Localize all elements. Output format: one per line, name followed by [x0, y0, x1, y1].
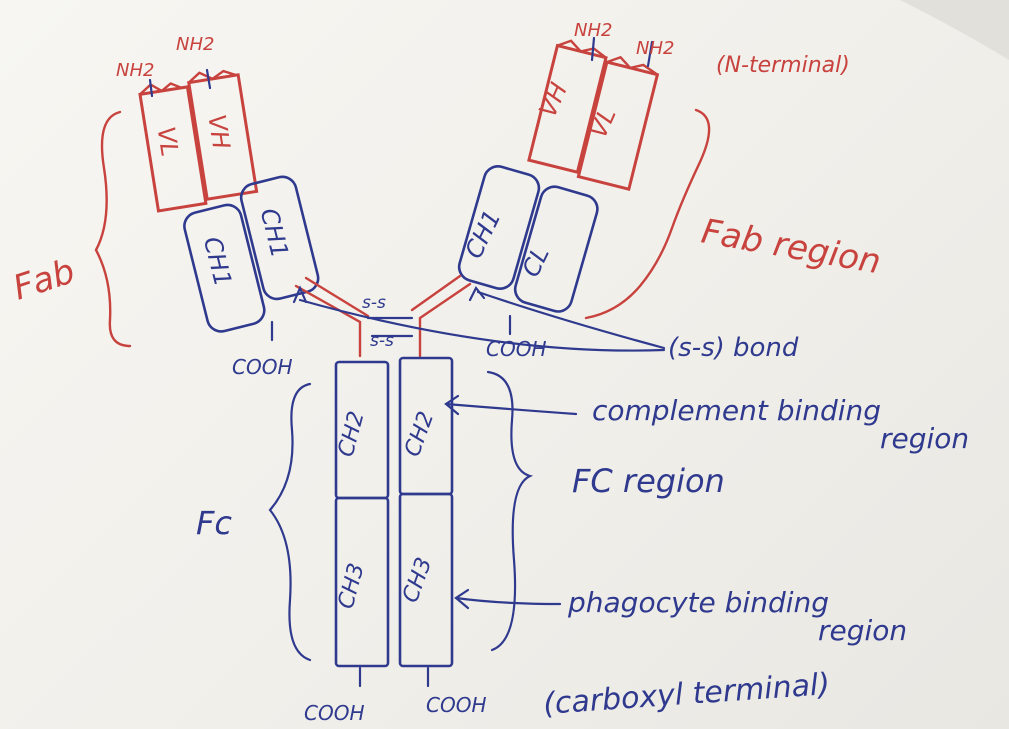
left-ch1-inner-label: CH1: [255, 205, 294, 260]
fc-stem: CH2 CH2 CH3 CH3 COOH COOH: [304, 358, 487, 725]
fc-left-brace: [270, 384, 310, 660]
phagocyte-label-1: phagocyte binding: [567, 586, 829, 619]
bottom-cooh-left: COOH: [304, 701, 365, 725]
fc-left-label: Fc: [196, 504, 232, 542]
left-vl-label: VL: [152, 125, 184, 159]
right-ch3-label: CH3: [398, 554, 437, 606]
left-fab-arm: VL VH CH1 CH1 NH2 NH2 COOH: [116, 34, 325, 379]
left-ch2-label: CH2: [334, 409, 370, 460]
left-vh-label: VH: [202, 113, 235, 151]
hinge-region: s-s s-s: [296, 276, 470, 356]
ss-bond-bottom: s-s: [370, 331, 394, 351]
left-cooh: COOH: [232, 355, 293, 379]
fab-left-brace: [96, 112, 130, 346]
right-nh2-2: NH2: [636, 38, 674, 59]
right-cl-box: [512, 183, 601, 314]
fc-right-brace: [488, 372, 530, 650]
left-ch3-label: CH3: [334, 561, 370, 612]
phagocyte-label-2: region: [818, 614, 907, 647]
arrowhead-right-ch1: [470, 288, 484, 300]
ss-bond-label: (s-s) bond: [668, 333, 799, 363]
paper-fold-shadow: [900, 0, 1009, 60]
complement-pointer: [446, 404, 576, 414]
complement-label-1: complement binding: [592, 394, 881, 427]
fc-region-label: FC region: [572, 462, 725, 500]
left-nh2-1: NH2: [116, 60, 154, 81]
right-fab-arm: VH VL CH1 CL NH2 NH2 (N-terminal) COOH: [451, 20, 850, 361]
ss-bond-top: s-s: [362, 293, 386, 313]
fab-right-label: Fab region: [698, 211, 883, 282]
left-ch1-outer-label: CH1: [198, 234, 237, 289]
right-ch1-label: CH1: [459, 206, 506, 263]
left-nh2-2: NH2: [176, 34, 214, 55]
phagocyte-pointer: [456, 598, 560, 604]
right-nh2-1: NH2: [574, 20, 612, 41]
fab-right-brace: [586, 110, 709, 318]
complement-label-2: region: [880, 422, 969, 455]
n-terminal-label: (N-terminal): [716, 53, 850, 78]
fab-left-label: Fab: [8, 251, 79, 308]
carboxyl-terminal-label: (carboxyl terminal): [542, 667, 831, 722]
bottom-cooh-right: COOH: [426, 693, 487, 717]
right-ch2-label: CH2: [400, 408, 439, 460]
